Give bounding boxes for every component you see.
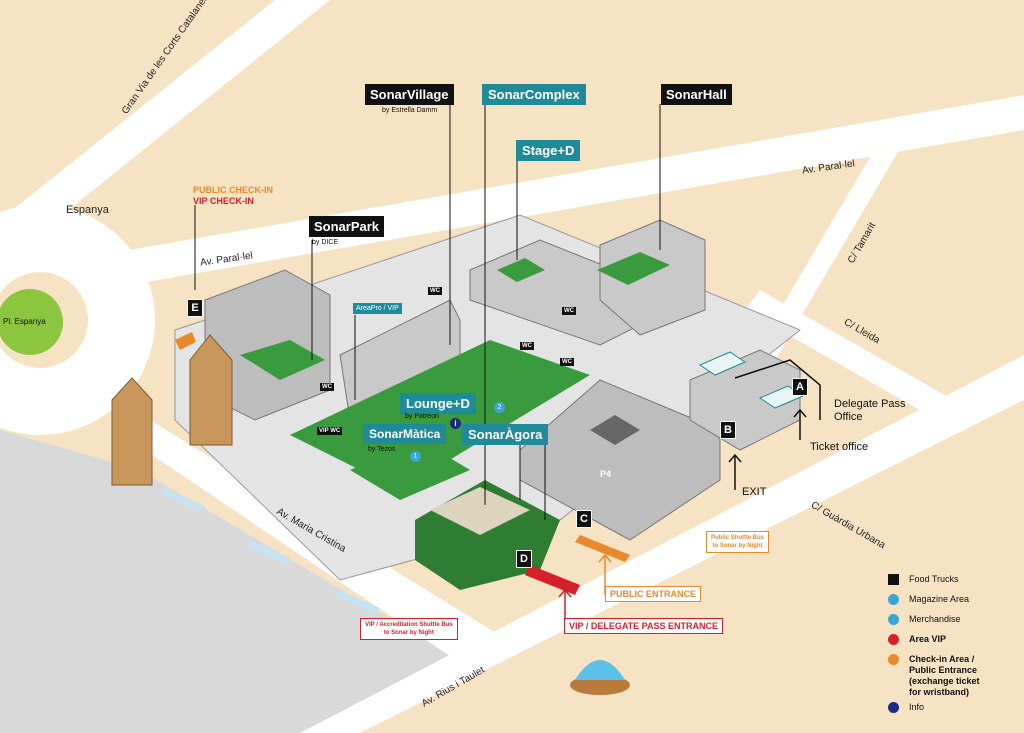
exit-label: EXIT [742,486,767,498]
wc-marker-2: WC [520,342,534,350]
magazine-marker: 1 [410,451,421,462]
vip-entrance-lane [525,565,580,595]
bottom-ground [360,400,1024,733]
sonarmatica-sub: by Tezos [368,446,396,453]
sonarcomplex-label: SonarComplex [482,84,586,105]
exit-arrows [728,359,821,490]
legend-info-label: Info [909,702,925,712]
paralel-road [100,95,1024,290]
food-truck-icon [888,574,899,585]
merchandise-marker: 2 [494,402,505,413]
fountain-water [575,660,625,680]
vip-wc-marker: VIP WC [317,427,343,435]
legend-checkin: Check-in Area / Public Entrance (exchang… [888,654,980,698]
stage-d-grass [497,258,545,282]
sonarhall-label: SonarHall [661,84,732,105]
legend-food-trucks: Food Trucks [888,574,959,585]
gate-e: E [187,299,203,317]
legend-info: Info [888,702,924,713]
delegate-office-a [698,351,747,376]
legend-magazine: Magazine Area [888,594,969,605]
areapro-label: AreaPro / VIP [353,303,402,314]
sonarhall-grass [597,252,670,285]
merchandise-icon [888,614,899,625]
gran-via-road [0,0,330,265]
sonarpark-grass [240,340,325,380]
vip-shuttle-label: VIP / Accreditation Shuttle Bus to Sonar… [360,618,458,640]
public-entrance-label: PUBLIC ENTRANCE [605,586,702,602]
area-vip-icon [888,634,899,645]
legend-magazine-label: Magazine Area [909,594,970,604]
legend-area-vip-label: Area VIP [909,634,947,644]
public-checkin-label: PUBLIC CHECK-IN [193,185,273,195]
public-shuttle-label: Public Shuttle Bus to Sonar by Night [706,531,770,553]
sonarpark-sub: by DICE [312,239,339,246]
pl-espanya-label: Pl. Espanya [3,317,46,326]
wc-marker-3: WC [560,358,574,366]
legend-merchandise-label: Merchandise [909,614,961,624]
venetian-tower-right [189,334,233,446]
info-legend-icon [888,702,899,713]
public-entrance-lane [575,535,630,562]
gate-b: B [720,421,736,439]
sonarvillage-sub: by Estrella Damm [382,107,438,114]
wc-marker-1: WC [428,287,442,295]
gate-d: D [516,550,532,568]
checkin-marker [175,332,196,350]
lounge-d-sub: by Patreon [405,413,439,420]
wc-marker-5: WC [320,383,334,391]
checkin-labels: PUBLIC CHECK-IN VIP CHECK-IN [193,185,273,207]
rius-taulet-road [300,355,1024,733]
info-icon: i [450,418,461,429]
wc-marker-4: WC [562,307,576,315]
sonarvillage-label: SonarVillage [365,84,454,105]
legend-area-vip: Area VIP [888,634,946,645]
gate-c: C [576,510,592,528]
delegate-pass-label: Delegate Pass Office [834,398,906,423]
sonaragora-label: SonarÀgora [462,424,549,445]
legend-food-trucks-label: Food Trucks [909,574,959,584]
legend-merchandise: Merchandise [888,614,961,625]
gate-a: A [792,378,808,396]
sonarmatica-label: SonarMàtica [363,424,447,444]
sonarmatica-grass [350,440,470,500]
checkin-icon [888,654,899,665]
sonarvillage-grass [290,340,590,490]
pl-espanya-green [0,289,63,355]
stage-d-label: Stage+D [516,140,581,161]
maria-cristina-plaza [0,430,460,733]
legend-checkin-label: Check-in Area / Public Entrance (exchang… [909,654,980,697]
espanya-label: Espanya [66,204,109,216]
p4-atrium [590,415,640,445]
ticket-office-label: Ticket office [810,441,869,453]
sonaragora-stage [430,487,530,535]
sonarpark-label: SonarPark [309,216,385,237]
lounge-d-label: Lounge+D [400,393,476,414]
vip-checkin-label: VIP CHECK-IN [193,196,254,206]
vip-entrance-label: VIP / DELEGATE PASS ENTRANCE [564,618,724,634]
magazine-icon [888,594,899,605]
venetian-tower-left [111,377,153,486]
p4-label: P4 [600,469,612,479]
